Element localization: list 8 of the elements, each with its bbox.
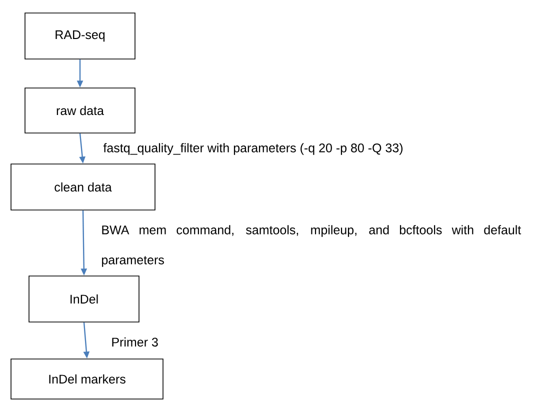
process-box: InDel [28,276,140,322]
process-box: clean data [10,164,156,210]
edge-label: fastq_quality_filter with parameters (-q 20 -p 80 -Q 33) [102,142,404,156]
process-box: InDel markers [10,358,164,400]
edge-label: Primer 3 [110,336,160,348]
process-box: raw data [24,88,136,134]
process-box: RAD-seq [24,12,136,60]
edge-label: BWA mem command, samtools, mpileup, and bcftools with default parameters [100,224,522,268]
